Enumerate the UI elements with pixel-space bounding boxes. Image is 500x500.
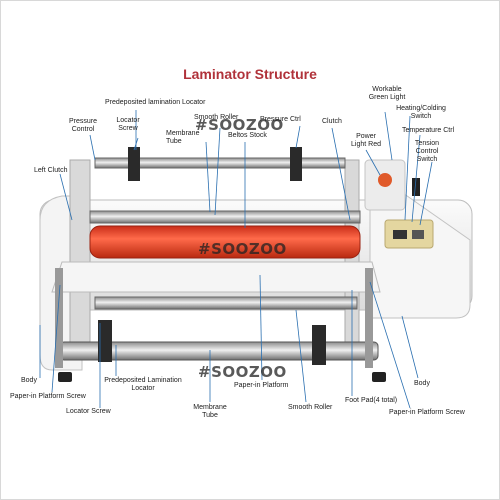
label-beltos-stock: Beltos Stock: [228, 132, 267, 139]
tension-knob: [412, 178, 420, 196]
label-clutch: Clutch: [322, 118, 342, 125]
upper-membrane-tube: [94, 157, 346, 169]
lower-smooth-roller: [94, 296, 358, 310]
paper-in-platform: [51, 261, 381, 293]
label-paper-in-platform: Paper-in Platform: [234, 382, 289, 389]
upper-locator-right: [290, 147, 302, 181]
label-paper-in-platform-screw-left: Paper-in Platform Screw: [10, 393, 86, 400]
label-locator-screw-bottom: Locator Screw: [66, 408, 111, 415]
label-body-right: Body: [414, 380, 430, 387]
watermark-bottom: #SOOZOO: [198, 363, 287, 381]
label-left-clutch: Left Clutch: [34, 167, 68, 174]
leader-lines: [39, 110, 433, 409]
lower-locator-right: [312, 325, 326, 365]
label-temperature-ctrl: Temperature Ctrl: [402, 127, 455, 134]
upper-locator-left: [128, 147, 140, 181]
upper-smooth-roller: [89, 210, 361, 224]
watermark-middle: #SOOZOO: [198, 240, 287, 258]
foot-pad-right: [372, 372, 386, 382]
label-predeposited-lamination-locator: Predeposited lamination Locator: [105, 99, 206, 106]
label-foot-pad: Foot Pad(4 total): [345, 397, 398, 404]
control-panel: [384, 219, 434, 249]
diagram-title: Laminator Structure: [183, 66, 317, 82]
label-paper-in-platform-screw-right: Paper-in Platform Screw: [389, 409, 465, 416]
lower-locator-left: [98, 320, 112, 362]
watermark-top: #SOOZOO: [195, 116, 284, 134]
label-body-left: Body: [21, 377, 37, 384]
label-pressure-ctrl: Pressure Ctrl: [260, 116, 301, 123]
label-smooth-roller-bottom: Smooth Roller: [288, 404, 333, 411]
heating-roller: [89, 225, 361, 259]
foot-pad-left: [58, 372, 72, 382]
label-smooth-roller-top: Smooth Roller: [194, 114, 239, 121]
